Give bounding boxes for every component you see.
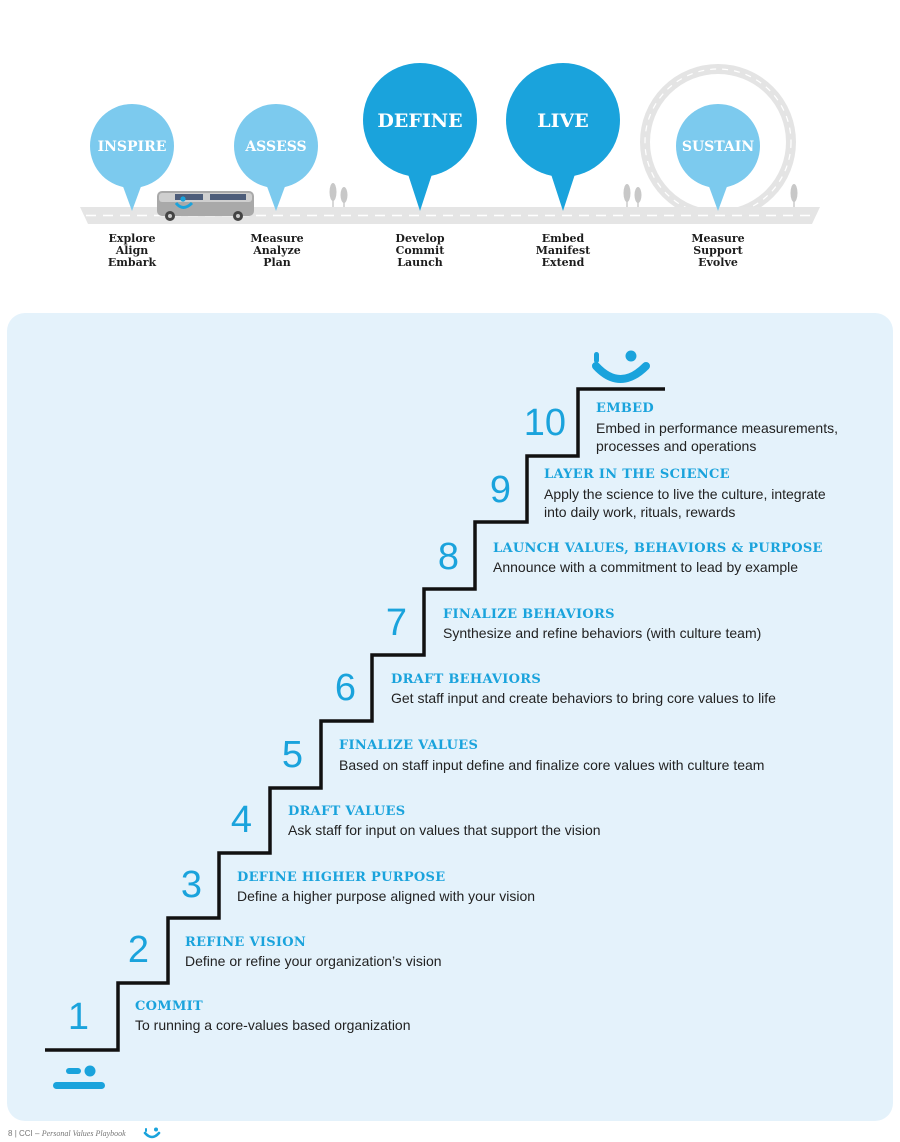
step-title: REFINE VISION xyxy=(185,935,307,950)
step-description: Based on staff input define and finalize… xyxy=(339,757,765,773)
pin-sublabel-live: Embed Manifest Extend xyxy=(535,232,591,269)
step-number: 3 xyxy=(180,864,202,906)
step-description: Embed in performance measurements, proce… xyxy=(596,420,838,454)
step-number: 9 xyxy=(489,469,511,511)
step-number: 2 xyxy=(127,929,149,971)
step-title: LAUNCH VALUES, BEHAVIORS & PURPOSE xyxy=(493,541,823,556)
staircase-panel xyxy=(7,313,893,1121)
pin-sustain: SUSTAIN xyxy=(676,104,760,211)
neutral-face-icon xyxy=(53,1065,105,1089)
footer-title: Personal Values Playbook xyxy=(41,1129,126,1138)
pin-sublabel-define: Develop Commit Launch xyxy=(395,232,445,269)
page-footer: 8 | CCI – Personal Values Playbook xyxy=(8,1129,126,1138)
smile-face-icon xyxy=(592,350,650,383)
trees-right xyxy=(623,184,798,207)
step-description: Apply the science to live the culture, i… xyxy=(544,486,826,520)
bus-icon xyxy=(157,191,254,221)
step-description: Define or refine your organization’s vis… xyxy=(185,953,442,969)
pin-assess: ASSESS xyxy=(234,104,318,211)
page-number: 8 xyxy=(8,1129,13,1138)
step-title: EMBED xyxy=(596,401,654,416)
step-title: LAYER IN THE SCIENCE xyxy=(544,467,730,482)
step-number: 7 xyxy=(385,602,407,644)
step-title: DRAFT VALUES xyxy=(288,804,406,819)
step-number: 4 xyxy=(230,799,252,841)
step-title: DRAFT BEHAVIORS xyxy=(391,672,542,687)
pin-label: LIVE xyxy=(537,110,588,132)
step-description: Ask staff for input on values that suppo… xyxy=(288,822,601,838)
footer-company: CCI – xyxy=(19,1129,40,1138)
footer-separator: | xyxy=(14,1129,17,1138)
step-description: Define a higher purpose aligned with you… xyxy=(237,888,536,904)
pin-inspire: INSPIRE xyxy=(90,104,174,211)
step-number: 1 xyxy=(67,996,89,1038)
step-description: Synthesize and refine behaviors (with cu… xyxy=(443,625,762,641)
staircase-line xyxy=(45,387,665,1052)
step-title: FINALIZE VALUES xyxy=(339,738,479,753)
pin-label: ASSESS xyxy=(244,139,306,155)
footer-logo-icon xyxy=(143,1127,161,1139)
step-number: 10 xyxy=(523,402,566,444)
journey-road-graphic: INSPIRE ASSESS DEFINE LIVE SUSTAIN xyxy=(80,63,820,224)
trees-left xyxy=(329,183,348,207)
pin-define: DEFINE xyxy=(363,63,477,211)
pin-live: LIVE xyxy=(506,63,620,211)
step-title: FINALIZE BEHAVIORS xyxy=(443,607,615,622)
pin-label: SUSTAIN xyxy=(682,139,754,155)
step-description: Get staff input and create behaviors to … xyxy=(391,690,776,706)
pin-label: DEFINE xyxy=(377,110,462,132)
step-title: COMMIT xyxy=(135,999,204,1014)
step-description: To running a core-values based organizat… xyxy=(135,1017,411,1033)
step-description: Announce with a commitment to lead by ex… xyxy=(493,559,799,575)
step-number: 8 xyxy=(437,536,459,578)
pin-sublabel-inspire: Explore Align Embark xyxy=(107,232,157,269)
pin-label: INSPIRE xyxy=(98,139,167,155)
pin-sublabel-assess: Measure Analyze Plan xyxy=(250,232,304,269)
step-number: 6 xyxy=(334,667,356,709)
step-title: DEFINE HIGHER PURPOSE xyxy=(237,870,446,885)
pin-sublabel-sustain: Measure Support Evolve xyxy=(691,232,745,269)
step-number: 5 xyxy=(281,734,303,776)
